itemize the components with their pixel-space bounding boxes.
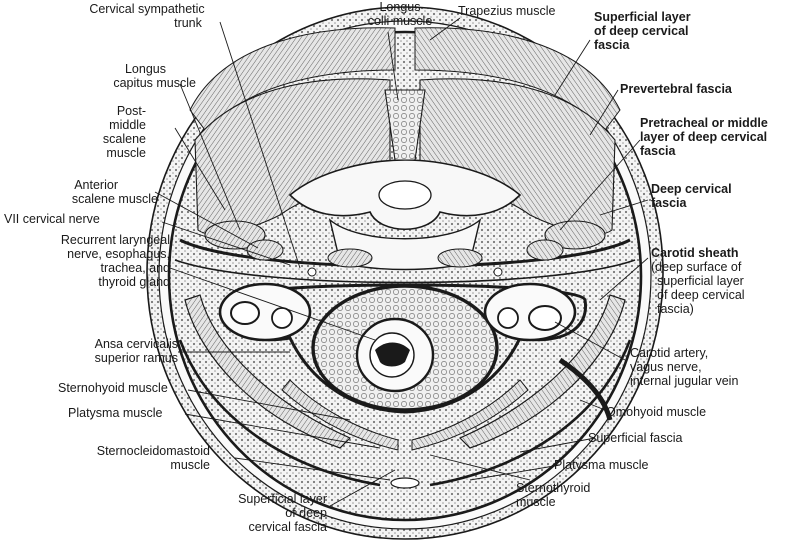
label-superficial-layer-deep-cervical-fascia-bottom: Superficial layer of deep cervical fasci…: [238, 492, 327, 534]
internal-jugular-vein-right: [528, 305, 562, 331]
internal-jugular-vein-left: [230, 301, 260, 325]
label-sternocleidomastoid-muscle: Sternocleidomastoid muscle: [96, 444, 210, 472]
longus-capitus-muscle-right: [544, 220, 606, 250]
label-post-middle-scalene-muscle: Post- middle scalene muscle: [102, 104, 146, 160]
deep-cervical-fascia-line: [174, 259, 636, 284]
label-vii-cervical-nerve: VII cervical nerve: [4, 212, 100, 226]
label-sternothyroid-muscle: Sternothyroid muscle: [516, 481, 591, 509]
label-deep-cervical-fascia: Deep cervical fascia: [651, 182, 732, 210]
anterior-scalene-muscle-left: [246, 239, 284, 261]
longus-colli-muscle-right: [437, 248, 483, 268]
label-platysma-muscle-right: Platysma muscle: [554, 458, 649, 472]
esophagus-mucosa: [375, 342, 410, 367]
label-ansa-cervicalis: Ansa cervicalis superior ramus: [94, 337, 178, 365]
label-recurrent-laryngeal-nerve: Recurrent laryngeal nerve, esophagus, tr…: [60, 233, 170, 289]
label-carotid-artery: Carotid artery, vagus nerve, internal ju…: [630, 346, 739, 388]
longus-colli-muscle-left: [327, 248, 373, 268]
anterior-jugular-vein: [390, 477, 420, 489]
leader-lines: [154, 17, 649, 507]
platysma-muscle-right: [429, 339, 632, 487]
anterior-scalene-muscle-right: [526, 239, 564, 261]
omohyoid-muscle-right: [558, 357, 613, 421]
vertebral-canal: [378, 180, 432, 210]
label-anterior-scalene-muscle: Anterior scalene muscle: [71, 178, 158, 206]
label-superficial-layer-deep-cervical-fascia-top: Superficial layer of deep cervical fasci…: [594, 10, 691, 52]
label-longus-colli-muscle: Longus colli muscle: [367, 0, 433, 28]
label-sternohyoid-muscle: Sternohyoid muscle: [58, 381, 168, 395]
sternocleidomastoid-muscle-left: [184, 294, 352, 449]
label-trapezius-muscle: Trapezius muscle: [458, 4, 556, 18]
platysma-muscle-left: [178, 339, 381, 487]
sternohyoid-muscle-left: [281, 379, 399, 451]
cervical-sympathetic-trunk-right: [493, 267, 503, 277]
label-pretracheal-fascia: Pretracheal or middle layer of deep cerv…: [640, 116, 768, 158]
cervical-sympathetic-trunk-left: [307, 267, 317, 277]
pretracheal-fascia: [222, 283, 588, 414]
label-superficial-fascia: Superficial fascia: [588, 431, 683, 445]
label-carotid-sheath: Carotid sheath (deep surface of superfic…: [651, 246, 745, 316]
label-longus-capitus-muscle: Longus capitus muscle: [113, 62, 196, 90]
label-cervical-sympathetic-trunk: Cervical sympathetic trunk: [89, 2, 205, 30]
trapezius-muscle-right: [414, 27, 621, 131]
spinous-process: [384, 89, 426, 161]
sternocleidomastoid-muscle-right: [458, 294, 626, 449]
carotid-artery-right: [497, 307, 519, 329]
label-prevertebral-fascia: Prevertebral fascia: [620, 82, 732, 96]
sternohyoid-muscle-right: [411, 379, 529, 451]
label-omohyoid-muscle: Omohyoid muscle: [606, 405, 707, 419]
label-platysma-muscle-left: Platysma muscle: [68, 406, 163, 420]
carotid-artery-left: [271, 307, 293, 329]
